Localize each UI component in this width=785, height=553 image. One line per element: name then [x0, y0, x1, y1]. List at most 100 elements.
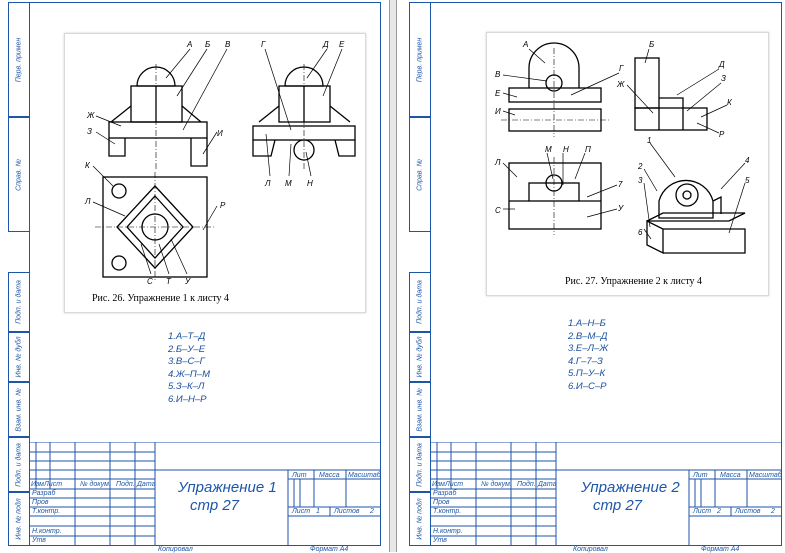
answer-list: 1.А–Н–Б 2.В–М–Д 3.Е–Л–Ж 4.Г–7–З 5.П–У–К … [568, 318, 608, 393]
footer-copied: Копировал [573, 546, 608, 553]
label-6: 6 [638, 228, 643, 237]
stamp-subtitle: стр 27 [190, 497, 240, 514]
drawing-views: А В Г Е И Б Д З Ж К Р Л М Н П С 7 У 1 2 [494, 40, 750, 255]
label-p: П [585, 145, 591, 154]
side-label: Подп. и дата [416, 280, 424, 324]
stamp-data: Дата [538, 481, 557, 488]
stamp-izm: Изм [31, 481, 44, 488]
label-l: Л [494, 158, 501, 167]
answer-item: 5.П–У–К [568, 368, 606, 379]
label-l: Л [264, 179, 271, 188]
side-label: Перв. примен [15, 37, 23, 82]
side-label: Справ. № [15, 158, 23, 191]
stamp-massa: Масса [319, 472, 340, 479]
label-v: В [225, 40, 231, 49]
label-r: Р [220, 201, 226, 210]
answer-item: 1.А–Т–Д [168, 331, 206, 342]
answer-item: 4.Ж–П–М [168, 368, 210, 380]
figure-caption: Рис. 27. Упражнение 2 к листу 4 [565, 276, 703, 287]
side-label: Инв. № дубл [416, 336, 424, 378]
answer-item: 2.В–М–Д [568, 330, 608, 342]
side-label: Инв. № подл [15, 498, 23, 540]
answer-item: 2.Б–У–Е [168, 343, 206, 355]
label-v: В [495, 70, 501, 79]
stamp-tkontr: Т.контр. [433, 508, 462, 515]
answer-list: 1.А–Т–Д 2.Б–У–Е 3.В–С–Г 4.Ж–П–М 5.З–К–Л … [168, 331, 210, 406]
stamp-lit: Лит [693, 472, 708, 479]
answer-item: 5.З–К–Л [168, 381, 205, 392]
label-t: Т [166, 277, 172, 286]
label-u: У [617, 204, 624, 213]
figure-caption: Рис. 26. Упражнение 1 к листу 4 [92, 293, 230, 304]
side-label: Подп. и дата [416, 442, 424, 487]
stamp-list-label: Лист [693, 508, 712, 515]
label-2: 2 [637, 162, 643, 171]
label-t: 7 [618, 180, 623, 189]
label-s: С [495, 206, 501, 215]
sheet-separator [389, 0, 397, 552]
stamp-razrab: Разраб [433, 490, 457, 497]
side-label: Инв. № подл [416, 498, 424, 540]
stamp-subtitle: стр 27 [593, 497, 643, 514]
stamp-tkontr: Т.контр. [32, 508, 61, 515]
stamp-podp: Подп. [116, 481, 135, 488]
stamp-sheet-no: 1 [316, 508, 320, 515]
side-label: Подп. и дата [15, 280, 23, 324]
stamp-title: Упражнение 1 [178, 479, 277, 496]
stamp-sheet-no: 2 [717, 508, 721, 515]
label-zh: Ж [616, 80, 625, 89]
label-4: 4 [745, 156, 750, 165]
label-b: Б [205, 40, 210, 49]
label-g: Г [619, 64, 624, 73]
stamp-nkontr: Н.контр. [32, 528, 62, 535]
label-d: Д [322, 40, 329, 49]
side-label: Взам. инв. № [416, 387, 424, 432]
label-g: Г [261, 40, 266, 49]
label-s: С [147, 277, 153, 286]
label-d: Д [718, 60, 725, 69]
label-u: У [184, 277, 191, 286]
side-label: Перв. примен [416, 37, 424, 82]
figure-26: А Б В Г Д Е Ж З И Л М Н К Л Р С Т У [64, 33, 366, 313]
stamp-massa: Масса [720, 472, 741, 479]
label-i: И [495, 107, 501, 116]
stamp-sheet-total: 2 [370, 508, 374, 515]
label-lb: Л [84, 197, 91, 206]
label-k: К [727, 98, 733, 107]
stamp-listov: Листов [735, 508, 761, 515]
side-label: Подп. и дата [15, 442, 23, 487]
sheet-2: Перв. примен Справ. № Подп. и дата Инв. … [401, 0, 785, 553]
answer-item: 1.А–Н–Б [568, 318, 606, 329]
sheet-1: Перв. примен Справ. № Подп. и дата Инв. … [0, 0, 384, 553]
stamp-doc: № докум. [481, 481, 512, 488]
stamp-prov: Пров [32, 499, 49, 506]
drawing-frame [29, 2, 381, 546]
label-n: Н [563, 145, 569, 154]
side-label: Взам. инв. № [15, 387, 23, 432]
label-5: 5 [745, 176, 750, 185]
stamp-masshtab: Масштаб [749, 472, 782, 479]
figure-27: А В Г Е И Б Д З Ж К Р Л М Н П С 7 У 1 2 [486, 32, 769, 296]
stamp-listov: Листов [334, 508, 360, 515]
drawing-frame [430, 2, 782, 546]
label-z: З [87, 127, 92, 136]
answer-item: 3.Е–Л–Ж [568, 343, 609, 354]
answer-item: 4.Г–7–З [568, 355, 603, 367]
stamp-list-label: Лист [292, 508, 311, 515]
stamp-sheet-total: 2 [771, 508, 775, 515]
label-zh: Ж [86, 111, 95, 120]
stamp-list: Лист [445, 481, 464, 488]
label-e: Е [495, 89, 501, 98]
footer-format: Формат А4 [310, 546, 349, 553]
stamp-izm: Изм [432, 481, 445, 488]
answer-item: 6.И–С–Р [568, 380, 607, 392]
label-r: Р [719, 130, 725, 139]
answer-item: 6.И–Н–Р [168, 393, 207, 405]
side-label: Справ. № [416, 158, 424, 191]
stamp-utv: Утв [32, 537, 46, 544]
stamp-data: Дата [137, 481, 156, 488]
title-block: Изм Лист № докум. Подп. Дата Разраб Пров… [431, 442, 782, 546]
label-n: Н [307, 179, 313, 188]
stamp-list: Лист [44, 481, 63, 488]
side-column: Перв. примен Справ. № Подп. и дата Инв. … [8, 2, 29, 546]
